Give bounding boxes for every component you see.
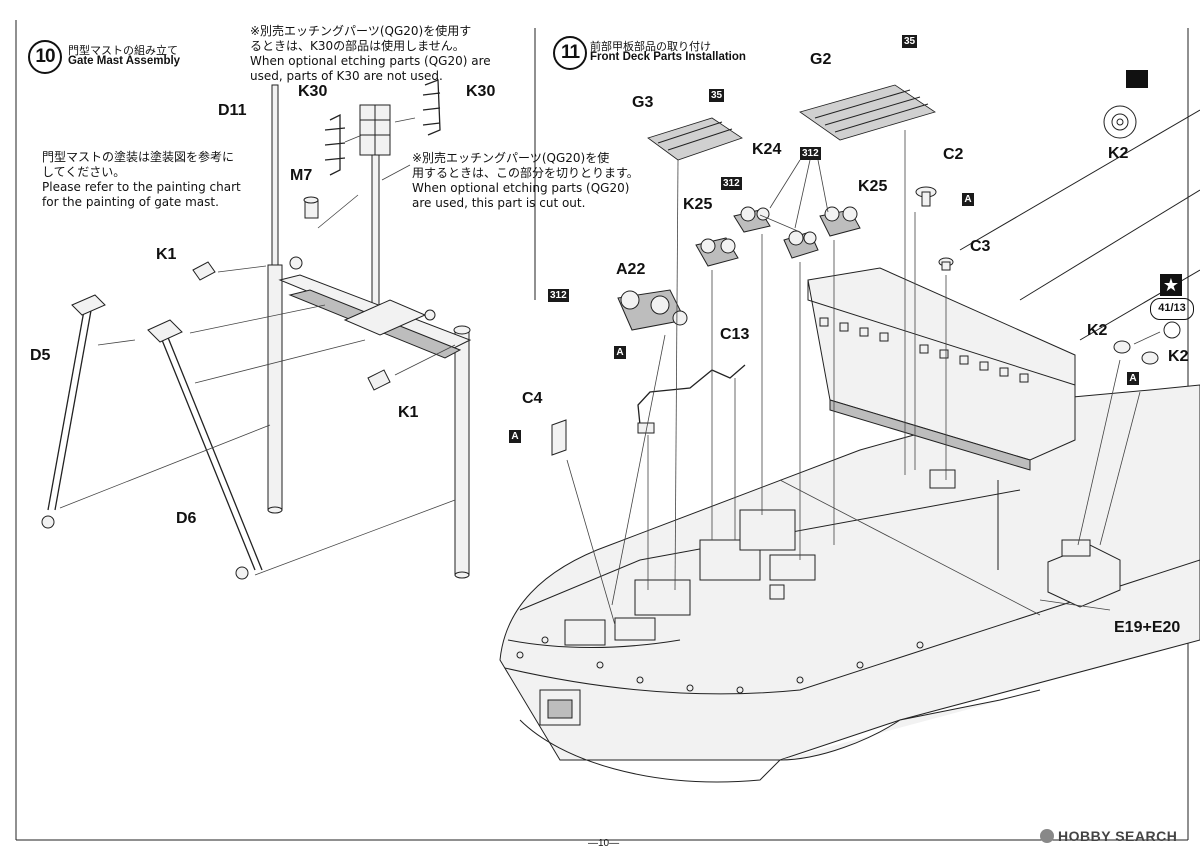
- note-etching-jp2: るときは、K30の部品は使用しません。: [250, 39, 465, 53]
- step10-title-jp: 門型マストの組み立て: [68, 44, 178, 57]
- paint-code-312-b: 312: [721, 177, 742, 190]
- step10-title-en: Gate Mast Assembly: [68, 55, 181, 67]
- part-label-g2: G2: [810, 51, 832, 68]
- note-paint-en2: for the painting of gate mast.: [42, 195, 219, 209]
- note-paint-en1: Please refer to the painting chart: [42, 180, 241, 194]
- part-label-c2: C2: [943, 146, 964, 163]
- k25-winch-b: [819, 206, 861, 237]
- part-label-k1-a: K1: [156, 246, 177, 263]
- part-label-a22: A22: [616, 261, 646, 278]
- hobby-search-watermark: HOBBY SEARCH: [1058, 828, 1178, 844]
- note-paint-jp2: してください。: [42, 165, 126, 179]
- part-label-k2-top: K2: [1108, 145, 1129, 162]
- paint-code-312-c: 312: [548, 289, 569, 302]
- paint-code-a-1: A: [962, 193, 974, 206]
- step11-title-jp: 前部甲板部品の取り付け: [590, 40, 711, 53]
- paint-code-a-4: A: [1127, 372, 1139, 385]
- part-label-k24: K24: [752, 141, 782, 158]
- step-number-11: 11: [553, 36, 587, 70]
- note-etching-jp1: ※別売エッチングパーツ(QG20)を使用す: [250, 24, 472, 38]
- part-label-d11: D11: [218, 102, 247, 119]
- page-number: —10—: [588, 838, 620, 849]
- k25-winch-a: [695, 237, 739, 267]
- k24-winch-a: [733, 206, 771, 233]
- d11-pole: [267, 84, 283, 514]
- part-label-k25-a: K25: [683, 196, 713, 213]
- part-label-k2-a: K2: [1087, 322, 1108, 339]
- part-label-k30-a: K30: [298, 83, 328, 100]
- hobby-search-logo-icon: [1040, 829, 1054, 843]
- part-label-c3: C3: [970, 238, 991, 255]
- right-pole: [453, 325, 471, 579]
- paint-code-35-b: 35: [709, 89, 725, 102]
- part-label-e19-e20: E19+E20: [1114, 619, 1181, 636]
- note-cut: ※別売エッチングパーツ(QG20)を使 用するときは、この部分を切りとります。 …: [412, 151, 639, 211]
- ship-hull: [499, 109, 1200, 783]
- note-cut-en1: When optional etching parts (QG20): [412, 181, 630, 195]
- part-label-k25-b: K25: [858, 178, 888, 195]
- part-label-d5: D5: [30, 347, 51, 364]
- part-label-k2-b: K2: [1168, 348, 1189, 365]
- paint-code-a-2: A: [614, 346, 626, 359]
- part-label-k30-b: K30: [466, 83, 496, 100]
- note-paint: 門型マストの塗装は塗装図を参考に してください。 Please refer to…: [42, 150, 241, 210]
- g3-cover: [647, 117, 743, 161]
- part-label-c13: C13: [720, 326, 750, 343]
- note-etching: ※別売エッチングパーツ(QG20)を使用す るときは、K30の部品は使用しません…: [250, 24, 491, 84]
- k24-winch-b: [783, 230, 819, 259]
- k30-center: [359, 104, 391, 156]
- step-number-10: 10: [28, 40, 62, 74]
- paint-code-a-3: A: [509, 430, 521, 443]
- step11-title-en: Front Deck Parts Installation: [590, 51, 746, 63]
- paint-code-312-a: 312: [800, 147, 821, 160]
- paint-stripe-icon: [1126, 70, 1148, 88]
- part-label-d6: D6: [176, 510, 197, 527]
- note-cut-jp1: ※別売エッチングパーツ(QG20)を使: [412, 151, 610, 165]
- part-label-m7: M7: [290, 167, 313, 184]
- note-paint-jp1: 門型マストの塗装は塗装図を参考に: [42, 150, 235, 164]
- note-cut-jp2: 用するときは、この部分を切りとります。: [412, 166, 639, 180]
- decal-ref: 41/13: [1150, 298, 1194, 320]
- note-cut-en2: are used, this part is cut out.: [412, 196, 586, 210]
- part-label-g3: G3: [632, 94, 654, 111]
- note-etching-en1: When optional etching parts (QG20) are: [250, 54, 491, 68]
- g2-cover: [799, 84, 936, 141]
- star-icon: ★: [1160, 274, 1182, 296]
- paint-code-35-a: 35: [902, 35, 918, 48]
- note-etching-en2: used, parts of K30 are not used.: [250, 69, 443, 83]
- a22-winch: [617, 289, 688, 331]
- part-label-c4: C4: [522, 390, 543, 407]
- part-label-k1-b: K1: [398, 404, 419, 421]
